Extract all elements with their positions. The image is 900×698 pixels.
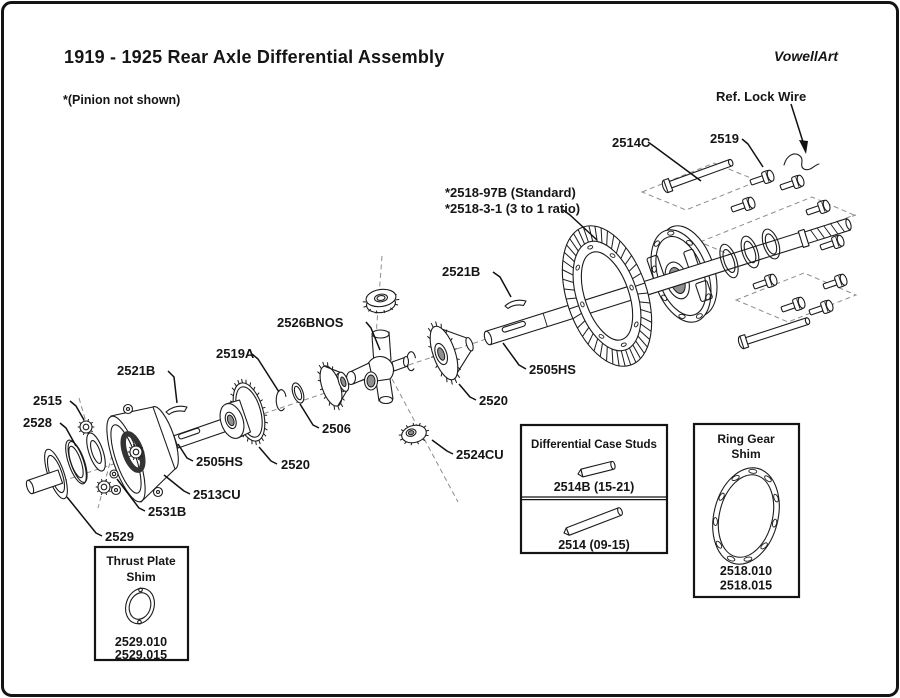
callout-2521b-right: 2521B xyxy=(442,264,480,279)
split-washer-2528-drawing xyxy=(65,439,88,485)
thrust-washer-2506-drawing xyxy=(291,382,305,404)
case-studs-title: Differential Case Studs xyxy=(531,439,657,451)
case-studs-part-late: 2514B (15-21) xyxy=(554,480,635,494)
woodruff-key-right-drawing xyxy=(504,299,527,310)
callout-ref-lock-wire: Ref. Lock Wire xyxy=(716,89,806,104)
ring-gear-shim-drawing xyxy=(712,467,780,565)
callout-2529: 2529 xyxy=(105,529,134,544)
callout-labels: Ref. Lock Wire 2514C 2519 *2518-97B (Sta… xyxy=(23,89,806,544)
callout-2515: 2515 xyxy=(33,393,62,408)
ring-gear-shim-part-2: 2518.015 xyxy=(720,579,772,593)
castle-nut-lower-drawing xyxy=(95,478,113,496)
case-studs-box: Differential Case Studs 2514B (15-21) 25… xyxy=(519,423,669,555)
bevel-gear-right-drawing xyxy=(427,321,474,385)
callout-2521b-left: 2521B xyxy=(117,363,155,378)
ring-gear-shim-part-1: 2518.010 xyxy=(720,564,772,578)
snap-ring-left-drawing xyxy=(275,389,287,412)
ring-gear-shim-title-2: Shim xyxy=(731,447,760,461)
callout-2506: 2506 xyxy=(322,421,351,436)
castle-nut-2515-drawing xyxy=(77,418,95,436)
woodruff-key-left-drawing xyxy=(165,405,188,416)
thrust-plate-shim-part-2: 2529.015 xyxy=(115,648,167,662)
pinion-note: *(Pinion not shown) xyxy=(63,93,180,107)
spider-cross-drawing xyxy=(345,329,410,405)
stud-late-drawing xyxy=(577,460,616,478)
callout-2519a: 2519A xyxy=(216,346,255,361)
thrust-plate-shim-title-2: Shim xyxy=(126,570,155,584)
stud-early-drawing xyxy=(563,507,623,536)
thrust-plate-shim-box: Thrust Plate Shim 2529.010 2529.015 xyxy=(93,545,190,662)
ref-lock-wire-arrow xyxy=(790,103,805,146)
pinion-bevel-gear-drawing xyxy=(317,361,350,411)
callout-2528: 2528 xyxy=(23,415,52,430)
callout-2526bnos: 2526BNOS xyxy=(277,315,344,330)
leader-lines xyxy=(59,103,808,537)
callout-2518-standard: *2518-97B (Standard) xyxy=(445,185,576,200)
thrust-plate-shim-title-1: Thrust Plate xyxy=(106,554,176,568)
flat-washer-drawing xyxy=(86,432,106,472)
callout-2531b: 2531B xyxy=(148,504,186,519)
lock-wire-drawing xyxy=(783,153,820,171)
ring-gear-shim-title-1: Ring Gear xyxy=(717,432,775,446)
thrust-plate-shim-part-1: 2529.010 xyxy=(115,635,167,649)
callout-2520-right: 2520 xyxy=(479,393,508,408)
ring-gear-drawing xyxy=(561,225,653,367)
ring-gear-shim-box: Ring Gear Shim 2518.010 2518.015 xyxy=(692,422,801,599)
page-title: 1919 - 1925 Rear Axle Differential Assem… xyxy=(64,47,444,67)
callout-2505hs-left: 2505HS xyxy=(196,454,243,469)
callout-2518-ratio: *2518-3-1 (3 to 1 ratio) xyxy=(445,201,580,216)
washer-2531b-drawing xyxy=(109,469,119,479)
callout-2513cu: 2513CU xyxy=(193,487,241,502)
differential-case-left-drawing xyxy=(106,403,179,503)
pinion-gear-2524cu-drawing xyxy=(398,422,430,446)
thrust-plate-shim-drawing xyxy=(125,587,155,625)
case-studs-part-early: 2514 (09-15) xyxy=(558,538,630,552)
artist-credit: VowellArt xyxy=(774,48,839,64)
top-pinion-gear-drawing xyxy=(362,288,400,314)
spring-washer-stack-drawing xyxy=(719,228,781,279)
callout-2514c: 2514C xyxy=(612,135,651,150)
ref-lock-wire-arrowhead xyxy=(799,140,808,154)
callout-2505hs-right: 2505HS xyxy=(529,362,576,377)
callout-2524cu: 2524CU xyxy=(456,447,504,462)
axle-stub-drawing xyxy=(25,469,64,495)
drum-gear-drawing xyxy=(219,378,269,446)
callout-2519: 2519 xyxy=(710,131,739,146)
callout-2520-left: 2520 xyxy=(281,457,310,472)
